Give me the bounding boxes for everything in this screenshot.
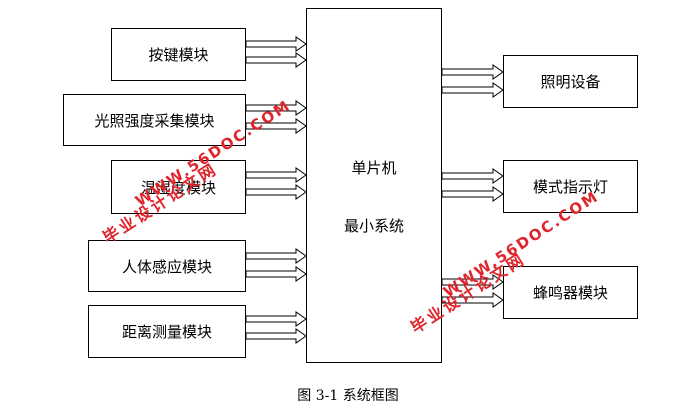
input-arrow-0-a [245,36,307,52]
output-arrow-1-b [441,186,504,202]
figure-caption: 图 3-1 系统框图 [297,388,399,404]
input-label-key: 按键模块 [148,46,209,64]
input-arrow-4-a [245,311,307,327]
input-arrow-2-b [245,184,307,200]
output-arrow-2-a [441,274,504,290]
output-label-mode-indicator: 模式指示灯 [532,178,608,196]
input-arrow-2-a [245,167,307,183]
input-arrow-3-b [245,266,307,282]
output-arrow-2-b [441,292,504,308]
input-arrow-1-b [245,118,307,134]
input-arrow-4-b [245,328,307,344]
mcu-box: 单片机 最小系统 [306,8,442,363]
output-arrow-0-b [441,82,504,98]
input-arrow-1-a [245,100,307,116]
mcu-label-line1: 单片机 [351,159,397,177]
input-label-temp-humidity: 温湿度模块 [140,178,216,197]
input-label-distance: 距离测量模块 [121,323,212,341]
input-label-human-sensor: 人体感应模块 [121,257,212,276]
input-box-distance: 距离测量模块 [88,305,246,358]
output-label-buzzer: 蜂鸣器模块 [532,284,608,302]
input-arrow-0-b [245,52,307,68]
output-box-buzzer: 蜂鸣器模块 [503,266,638,319]
output-arrow-1-a [441,168,504,184]
output-box-lighting: 照明设备 [503,55,638,108]
input-box-temp-humidity: 温湿度模块 [111,160,246,214]
output-arrow-0-a [441,64,504,80]
input-arrow-3-a [245,248,307,264]
output-box-mode-indicator: 模式指示灯 [503,160,638,213]
input-box-light: 光照强度采集模块 [63,94,246,146]
output-label-lighting: 照明设备 [540,73,601,91]
input-box-key: 按键模块 [111,28,246,81]
input-box-human-sensor: 人体感应模块 [88,240,246,292]
mcu-label-line2: 最小系统 [343,217,404,235]
input-label-light: 光照强度采集模块 [94,111,215,130]
